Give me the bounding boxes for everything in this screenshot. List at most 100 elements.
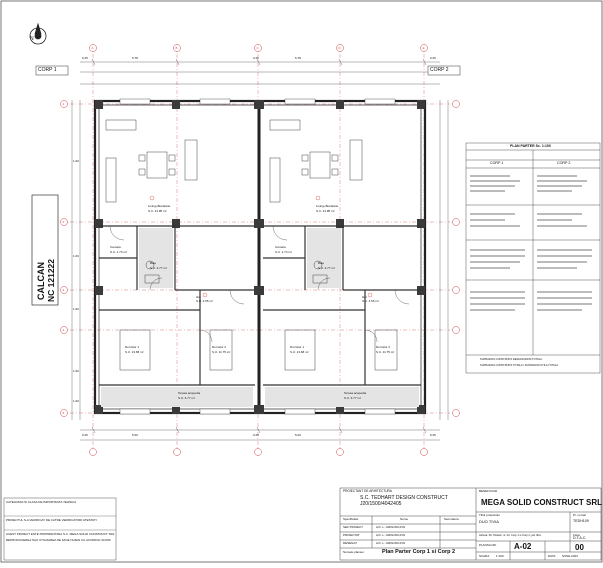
areas-table-col2: CORP 2 bbox=[557, 161, 571, 165]
plansa-title: Plan Parter Corp 1 si Corp 2 bbox=[382, 549, 456, 555]
room-terasa-corp2-area: S.U. 3.77 m² bbox=[344, 396, 361, 400]
room-baie-corp2-name: Baie bbox=[318, 261, 325, 265]
areas-table-col1: CORP 1 bbox=[490, 161, 504, 165]
data-value: SUNE 2023 bbox=[562, 554, 578, 558]
room-terasa-corp2-name: Terasa acoperita bbox=[344, 391, 367, 395]
adresa: Adresa: Str. Ploiesti, nr. 23, Corp 1 si… bbox=[479, 534, 541, 537]
revision: 00 bbox=[575, 543, 584, 552]
dimension-ticks bbox=[91, 58, 427, 434]
name-proiectat: Arh. L. GRIGORI-ION bbox=[376, 533, 406, 537]
corp1-label-box bbox=[35, 65, 69, 76]
room-camara-corp1-name: Camara bbox=[110, 245, 121, 249]
axis-left-2: 2 bbox=[62, 219, 65, 224]
col-nume: Nume bbox=[400, 517, 409, 521]
dim-bottom-5: 0.25 bbox=[430, 433, 436, 437]
role-desenat: DESENAT bbox=[343, 541, 357, 545]
titlu-label: Titlul proiectului bbox=[479, 513, 500, 517]
room-living-corp1-name: Living+Bucatarie bbox=[148, 204, 171, 208]
scara-label: SCARA bbox=[479, 554, 490, 558]
areas-summary-2: SUPRAFATA CONSTRUITA TOTALA / SUPRAFATA … bbox=[480, 364, 559, 367]
dim-left-5: 1.00 bbox=[73, 399, 79, 403]
room-hol-corp2-name: Hol bbox=[362, 295, 367, 299]
furniture bbox=[105, 119, 398, 371]
designer-name: S.C. TEDHART DESIGN CONSTRUCT bbox=[360, 495, 448, 501]
room-living-corp1-area: S.U. 31.85 m² bbox=[148, 209, 167, 213]
note-line-4: REPRODUCEREA SAU UTILIZAREA SE FACE NUMA… bbox=[6, 538, 111, 542]
title-block-frame bbox=[339, 487, 602, 561]
dim-bottom-4: 5.00 bbox=[295, 433, 301, 437]
areas-table-title: PLAN PARTER Sc. 1:100 bbox=[510, 144, 551, 148]
room-dormitor1-corp2-name: Dormitor 1 bbox=[290, 345, 305, 349]
pr-nr: TEDH109 bbox=[573, 519, 589, 523]
axis-bubbles bbox=[60, 44, 460, 456]
plansa-name-label: Numele plansei bbox=[343, 550, 364, 554]
room-terasa-corp1-name: Terasa acoperita bbox=[178, 391, 201, 395]
room-dormitor2-corp1-area: S.U. 11.75 m² bbox=[212, 350, 231, 354]
axis-top-a: A bbox=[91, 45, 94, 50]
titlu-proiect: DUO TIVIA bbox=[479, 519, 499, 524]
col-semnatura: Semnatura bbox=[444, 517, 459, 521]
dim-top-3: 0.25 bbox=[253, 56, 259, 60]
dim-left-4: 1.00 bbox=[73, 369, 79, 373]
areas-table-frame bbox=[465, 142, 601, 374]
room-dormitor2-corp2-area: S.U. 11.75 m² bbox=[376, 350, 395, 354]
dim-top-4: 5.78 bbox=[295, 56, 301, 60]
room-baie-corp2-area: S.U. 4.77 m² bbox=[318, 266, 335, 270]
calcan-box bbox=[31, 194, 59, 306]
dim-bottom-2: 5.00 bbox=[132, 433, 138, 437]
pr-nr-label: Pr. numar bbox=[573, 513, 587, 517]
room-living-corp2-area: S.U. 31.85 m² bbox=[316, 209, 335, 213]
axis-left-1: 1 bbox=[62, 101, 65, 106]
role-proiectat: PROIECTAT bbox=[343, 533, 360, 537]
room-dormitor1-corp1-area: S.U. 13.68 m² bbox=[125, 350, 144, 354]
room-dormitor1-corp2-area: S.U. 13.68 m² bbox=[290, 350, 309, 354]
room-hol-corp2-area: S.U. 4.65 m² bbox=[362, 299, 379, 303]
areas-summary-1: SUPRAFATA CONSTRUITA DESFASURATA TOTALA bbox=[480, 358, 542, 361]
designer-heading: PROIECTANT DE ARHITECTURA bbox=[343, 489, 392, 493]
room-dormitor2-corp1-name: Dormitor 2 bbox=[212, 345, 227, 349]
faza: D.T.A.C. bbox=[573, 536, 587, 540]
dim-left-1: 1.00 bbox=[73, 159, 79, 163]
room-hol-corp1-area: S.U. 4.65 m² bbox=[196, 299, 213, 303]
name-desenat: Arh. L. GRIGORI-ION bbox=[376, 541, 406, 545]
compass-north-letter: N bbox=[30, 36, 34, 42]
axis-left-5: 5 bbox=[62, 410, 65, 415]
room-living-corp2-name: Living+Bucatarie bbox=[316, 204, 339, 208]
plansa-nr-label: PLANSA NR. bbox=[479, 543, 497, 547]
door-swings bbox=[109, 225, 410, 343]
designer-reg: J20/1500/4042405 bbox=[360, 501, 402, 507]
corp2-label-box bbox=[427, 65, 461, 76]
level-markers bbox=[149, 195, 373, 298]
name-sef-proiect: Arh. L. GRIGORI-ION bbox=[376, 525, 406, 529]
beneficiar-name: MEGA SOLID CONSTRUCT SRL bbox=[481, 498, 603, 507]
room-dormitor1-corp1-name: Dormitor 1 bbox=[125, 345, 140, 349]
axis-left-4: 4 bbox=[62, 327, 65, 332]
corp2-label: CORP 2 bbox=[430, 66, 449, 73]
room-hol-corp1-name: Hol bbox=[196, 295, 201, 299]
interior-walls-corp2 bbox=[263, 225, 421, 386]
dim-top-2: 5.78 bbox=[132, 56, 138, 60]
axis-top-c: C bbox=[256, 45, 259, 50]
calcan-label: CALCAN bbox=[36, 262, 46, 300]
areas-table-lines bbox=[470, 175, 592, 311]
room-baie-corp1-area: S.U. 4.77 m² bbox=[150, 266, 167, 270]
dim-left-3: 1.00 bbox=[73, 307, 79, 311]
faza-label: Faza bbox=[573, 533, 580, 537]
axis-top-d: D bbox=[338, 45, 341, 50]
room-dormitor2-corp2-name: Dormitor 2 bbox=[376, 345, 391, 349]
interior-walls-corp1 bbox=[99, 225, 255, 386]
nc-label: NC 121222 bbox=[46, 258, 56, 302]
dimension-lines bbox=[71, 61, 449, 441]
room-camara-corp2-area: S.U. 1.74 m² bbox=[275, 250, 292, 254]
room-baie-corp1-name: Baie bbox=[150, 261, 157, 265]
dim-bottom-3: 0.25 bbox=[253, 433, 259, 437]
dim-top-5: 0.25 bbox=[430, 56, 436, 60]
note-line-3: ACEST PROIECT ESTE PROPRIETATEA S.C. MEG… bbox=[6, 532, 115, 536]
dim-left-2: 1.00 bbox=[73, 254, 79, 258]
note-line-1: CATEGORIA SI CLASA DE IMPORTANTA TEHNICA bbox=[6, 500, 77, 504]
room-camara-corp1-area: S.U. 1.74 m² bbox=[110, 250, 127, 254]
notes-frame bbox=[3, 497, 117, 561]
